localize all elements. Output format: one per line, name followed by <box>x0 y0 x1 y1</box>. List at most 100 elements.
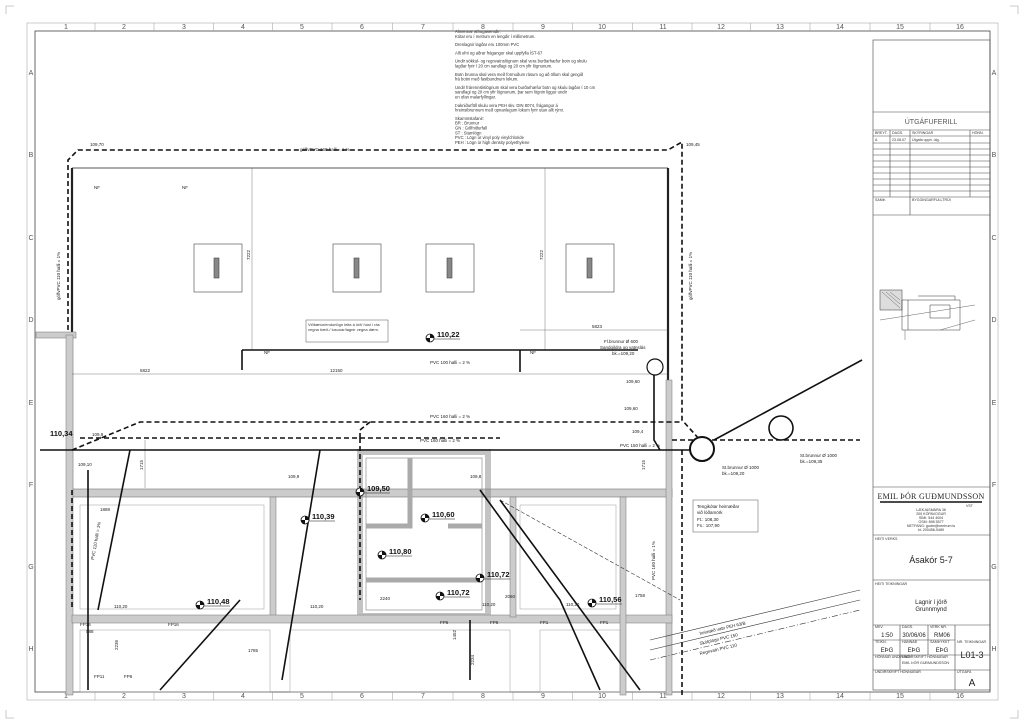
sheet-number-label: NR. TEIKNINGAR <box>957 640 986 644</box>
grid-column-label-top: 12 <box>717 24 725 31</box>
note-line: BR : Brunnur <box>455 121 480 126</box>
drain-tag: FP6 <box>440 620 449 625</box>
elevation-marker <box>300 515 335 525</box>
note-line: GN : Gólfniðurfall <box>455 126 487 131</box>
level-value: 109,60 <box>624 406 638 411</box>
drawing-label: HEITI TEIKNINGAR <box>875 582 907 586</box>
elevation-value: 110,39 <box>312 512 335 521</box>
grid-column-label-top: 9 <box>541 24 545 31</box>
drain-tag: NF <box>182 185 188 190</box>
manhole-label-level: bk.=109,35 <box>800 459 823 464</box>
grid-column-label-top: 16 <box>956 24 964 31</box>
drain-tag: FP16 <box>168 622 179 627</box>
note-line: sandlagi og 20 cm yfir lögnunum, þar sem… <box>455 90 568 95</box>
issue-header: DAGS. <box>892 131 903 135</box>
grid-column-label-bottom: 1 <box>64 693 68 700</box>
grid-column-label-top: 5 <box>300 24 304 31</box>
issue-cell: 23.08.07 <box>892 138 906 142</box>
designer-label: HÖNNUÐ UNDIRSKR. <box>875 655 912 659</box>
elevation-value: 110,72 <box>447 588 470 597</box>
note-line: PEH : Lögn úr high density polyethylene <box>455 140 530 145</box>
field-label: SAMÞYKKT <box>930 640 950 644</box>
pipe-label: PVC 160 halli = 1% <box>651 541 656 580</box>
pipe-label: PVC 150 halli = 2 % <box>620 443 660 448</box>
level-value: 109,45 <box>686 142 700 147</box>
note-line: ST : Stamlögn <box>455 130 482 135</box>
note-line: Allt efni og aðrar frágangur skal uppfyl… <box>455 50 543 55</box>
dimension-value: 5822 <box>140 368 151 373</box>
note-line: Undir frárennslislögnum skal vera burðar… <box>455 85 596 90</box>
pipe-label: gólfvPVC 160 halli = 1 % <box>300 147 350 152</box>
grid-column-label-bottom: 13 <box>776 693 784 700</box>
level-value: 109,9 <box>288 474 300 479</box>
general-notes: Almennar athugasemdir:Kótar eru í metrum… <box>455 29 596 145</box>
field-label: DAGS. <box>902 625 913 629</box>
level-value: 110,20 <box>566 602 580 607</box>
grid-row-label-right: F <box>992 482 996 489</box>
grid-column-label-bottom: 4 <box>241 693 245 700</box>
grid-column-label-top: 2 <box>122 24 126 31</box>
service-pipe-label: heimæð vatn PEH 63/B <box>699 620 746 636</box>
grid-column-label-top: 10 <box>598 24 606 31</box>
field-value: 30/06/06 <box>902 633 926 639</box>
grid-row-label-right: G <box>991 564 996 571</box>
note-box-text: Viðbætur/endurlögn leita á lóð/ húsi í r… <box>308 322 380 332</box>
manhole-label-level: bk.=109,20 <box>612 351 635 356</box>
field-value: EÞG <box>936 648 949 654</box>
elevation-value: 110,60 <box>432 510 455 519</box>
elevation-value: 110,80 <box>389 547 412 556</box>
note-line: Kótar eru í metrum en lengdir í millimet… <box>455 34 536 39</box>
manhole-label-level: bk.=109,20 <box>722 471 745 476</box>
manholes <box>646 358 794 462</box>
grid-column-label-top: 14 <box>836 24 844 31</box>
manhole-label-title: St.brunnur Ø 1000 <box>800 453 838 458</box>
field-value: EÞG <box>881 648 894 654</box>
elevation-value: 110,56 <box>599 595 622 604</box>
drain-pipes-dashed <box>67 140 860 695</box>
grid-column-label-bottom: 3 <box>182 693 186 700</box>
field-value: RM06 <box>934 633 951 639</box>
grid-reference-marks: 1122334455667788991010111112121313141415… <box>28 23 997 700</box>
revision-letter: A <box>969 678 976 689</box>
company-info-line: LÆKJASMÁRA 36 <box>916 508 946 512</box>
issue-history-title: ÚTGÁFUFERILL <box>905 117 958 126</box>
stamp-label: SAMÞ. <box>875 198 886 202</box>
grid-column-label-bottom: 5 <box>300 693 304 700</box>
dimension-value: 1715 <box>641 459 646 470</box>
issue-header: HÖNN. <box>972 131 984 135</box>
level-value: 109,9 <box>92 432 104 437</box>
issue-header: BREYT. <box>875 131 888 135</box>
pipe-label: gólfvPVC 110 halli = 1% <box>688 252 693 300</box>
grid-column-label-top: 7 <box>421 24 425 31</box>
level-value: 109,4 <box>632 429 644 434</box>
grid-column-label-top: 1 <box>64 24 68 31</box>
stamp-label: BYGGINGARFULLTRÚI <box>912 197 951 202</box>
grid-column-label-top: 6 <box>360 24 364 31</box>
note-line: Botn brunna skal vera með formuðum rásum… <box>455 72 584 77</box>
dimension-value: 2234 <box>470 654 475 665</box>
revision-label: ÚTGÁFA <box>957 669 972 674</box>
pipe-label: PVC 160 halli = 2 % <box>430 414 470 419</box>
elevation-marker <box>377 550 412 560</box>
grid-row-label-right: H <box>991 646 996 653</box>
drain-tag: NF <box>530 350 536 355</box>
grid-column-label-top: 8 <box>481 24 485 31</box>
elevation-value: 110,48 <box>207 597 230 606</box>
company-info-line: GSM: 898 5577 <box>918 520 943 524</box>
sheet-number: L01-3 <box>960 650 983 660</box>
dimension-value: 2236 <box>114 639 119 650</box>
grid-row-label-left: H <box>28 646 33 653</box>
field-value: 1:50 <box>881 633 893 639</box>
note-line: en ofan malarfyllingar. <box>455 95 496 100</box>
note-line: Þakniðurföll skulu vera PEH skv. DIN 807… <box>455 103 558 108</box>
pipe-label: gólfvPVC 110 halli = 1% <box>56 252 61 300</box>
company-name: EMIL ÞÓR GUÐMUNDSSON <box>877 491 984 501</box>
issue-header: SKÝRINGAR <box>912 131 934 135</box>
grid-column-label-bottom: 11 <box>659 693 666 700</box>
grid-row-label-right: D <box>991 317 996 324</box>
elevation-marker <box>475 573 510 583</box>
pipe-label: PVC 160 halli = 2 % <box>420 438 460 443</box>
field-label: VERK NR. <box>930 625 947 629</box>
manhole-600 <box>646 358 664 376</box>
